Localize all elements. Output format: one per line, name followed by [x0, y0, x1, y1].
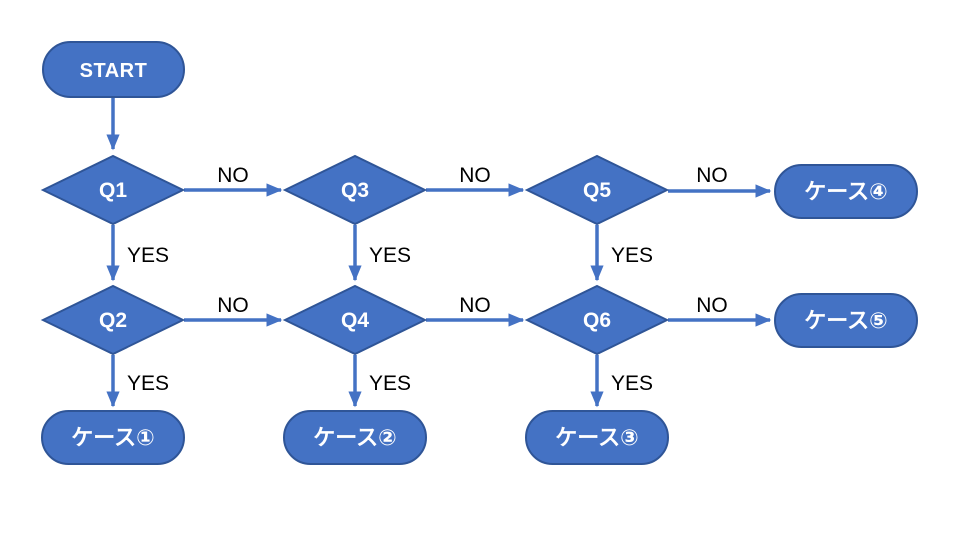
q1-decision-shape — [40, 154, 186, 226]
node-case2: ケース② — [283, 410, 427, 465]
case4-label: ケース④ — [804, 180, 888, 205]
edge-q1-q3-label: NO — [217, 164, 249, 187]
case1-terminator-shape — [41, 410, 185, 465]
case1-label: ケース① — [71, 426, 155, 451]
edge-q4-case2-label: YES — [369, 372, 411, 395]
edges — [106, 98, 772, 408]
node-start: START — [42, 41, 185, 98]
edge-q5-case4-label: NO — [696, 164, 728, 187]
edge-q2-q4-label: NO — [217, 294, 249, 317]
node-q6: Q6 — [524, 284, 670, 356]
q1-label: Q1 — [99, 179, 127, 202]
edge-q2-case1-label: YES — [127, 372, 169, 395]
edge-q3-q5-label: NO — [459, 164, 491, 187]
edge-q4-q6-label: NO — [459, 294, 491, 317]
node-case3: ケース③ — [525, 410, 669, 465]
q2-decision-shape — [40, 284, 186, 356]
edge-q6-case5-label: NO — [696, 294, 728, 317]
q4-label: Q4 — [341, 309, 369, 332]
case3-terminator-shape — [525, 410, 669, 465]
edge-q5-q6-label: YES — [611, 244, 653, 267]
q5-label: Q5 — [583, 179, 611, 202]
case2-label: ケース② — [313, 426, 397, 451]
q6-label: Q6 — [583, 309, 611, 332]
start-terminator-shape — [42, 41, 185, 98]
node-q3: Q3 — [282, 154, 428, 226]
q2-label: Q2 — [99, 309, 127, 332]
edge-q1-q2-label: YES — [127, 244, 169, 267]
case5-terminator-shape — [774, 293, 918, 348]
edge-q6-case3-label: YES — [611, 372, 653, 395]
q3-label: Q3 — [341, 179, 369, 202]
case2-terminator-shape — [283, 410, 427, 465]
start-label: START — [80, 60, 148, 82]
node-q4: Q4 — [282, 284, 428, 356]
q5-decision-shape — [524, 154, 670, 226]
q3-decision-shape — [282, 154, 428, 226]
node-q2: Q2 — [40, 284, 186, 356]
node-case5: ケース⑤ — [774, 293, 918, 348]
case5-label: ケース⑤ — [804, 309, 888, 334]
case4-terminator-shape — [774, 164, 918, 219]
q4-decision-shape — [282, 284, 428, 356]
case3-label: ケース③ — [555, 426, 639, 451]
node-case4: ケース④ — [774, 164, 918, 219]
node-q1: Q1 — [40, 154, 186, 226]
edge-q3-q4-label: YES — [369, 244, 411, 267]
q6-decision-shape — [524, 284, 670, 356]
node-case1: ケース① — [41, 410, 185, 465]
edge-labels: NO NO NO NO NO NO YES YES YES YES YES YE… — [127, 164, 728, 395]
node-q5: Q5 — [524, 154, 670, 226]
